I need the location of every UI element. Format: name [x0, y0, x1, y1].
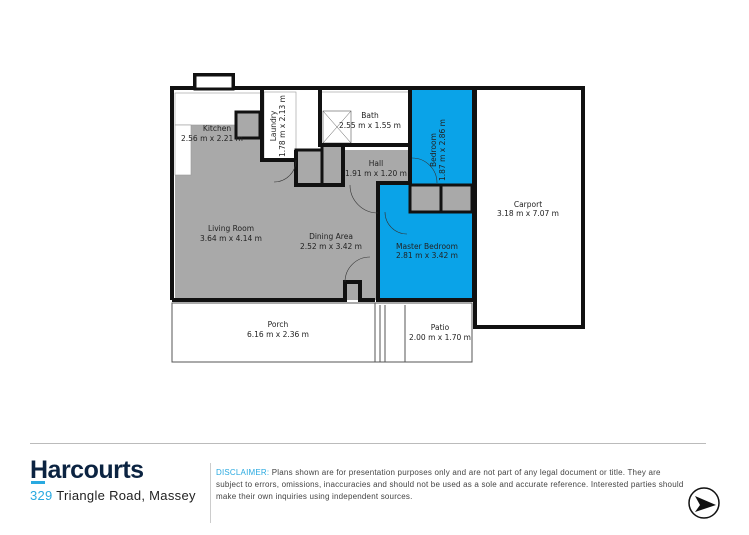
room-size-bedroom: 1.87 m x 2.86 m	[438, 119, 447, 181]
living-dining-floor	[175, 125, 410, 300]
carport-floor	[473, 86, 585, 329]
room-size-hall: 1.91 m x 1.20 m	[345, 169, 407, 178]
address-street: Triangle Road, Massey	[56, 488, 196, 503]
room-name-patio: Patio	[431, 323, 450, 332]
room-name-living: Living Room	[208, 224, 254, 233]
north-arrow-icon	[688, 487, 720, 519]
room-size-patio: 2.00 m x 1.70 m	[409, 333, 471, 342]
address-number: 329	[30, 488, 53, 503]
room-name-kitchen: Kitchen	[203, 124, 231, 133]
room-name-dining: Dining Area	[309, 232, 353, 241]
room-size-porch: 6.16 m x 2.36 m	[247, 330, 309, 339]
floor-plan: Kitchen 2.56 m x 2.21 m Laundry 1.78 m x…	[170, 73, 585, 363]
disclaimer-text: Plans shown are for presentation purpose…	[216, 468, 684, 501]
kitchen-window-bay	[193, 73, 235, 91]
room-size-bath: 2.55 m x 1.55 m	[339, 121, 401, 130]
hall-closet	[294, 148, 324, 187]
disclaimer: DISCLAIMER: Plans shown are for presenta…	[216, 467, 686, 503]
room-name-bath: Bath	[361, 111, 379, 120]
wardrobe	[408, 183, 443, 214]
brand-logo: Harcourts	[30, 456, 144, 484]
shower-cross	[322, 110, 352, 144]
disclaimer-label: DISCLAIMER:	[216, 468, 270, 477]
room-name-laundry: Laundry	[269, 110, 278, 141]
room-name-porch: Porch	[268, 320, 289, 329]
room-size-laundry: 1.78 m x 2.13 m	[278, 95, 287, 157]
room-size-dining: 2.52 m x 3.42 m	[300, 242, 362, 251]
bedroom-floor	[410, 90, 472, 183]
patio-area	[374, 302, 473, 363]
footer-vertical-divider	[210, 463, 211, 523]
wardrobe	[439, 183, 474, 214]
room-size-living: 3.64 m x 4.14 m	[200, 234, 262, 243]
kitchen-pantry	[234, 110, 262, 140]
room-size-kitchen: 2.56 m x 2.21 m	[181, 134, 243, 143]
kitchen-counter-side	[174, 124, 192, 176]
room-size-master: 2.81 m x 3.42 m	[396, 251, 458, 260]
footer-divider	[30, 443, 706, 444]
living-floor-lower	[175, 282, 345, 300]
room-name-hall: Hall	[369, 159, 383, 168]
hall-closet	[320, 143, 345, 187]
room-name-bedroom: Bedroom	[429, 133, 438, 167]
logo-accent-bar	[31, 481, 45, 484]
room-name-carport: Carport	[514, 200, 542, 209]
room-name-master: Master Bedroom	[396, 242, 458, 251]
property-address: 329 Triangle Road, Massey	[30, 488, 196, 503]
room-size-carport: 3.18 m x 7.07 m	[497, 209, 559, 218]
door-swings	[273, 157, 438, 283]
